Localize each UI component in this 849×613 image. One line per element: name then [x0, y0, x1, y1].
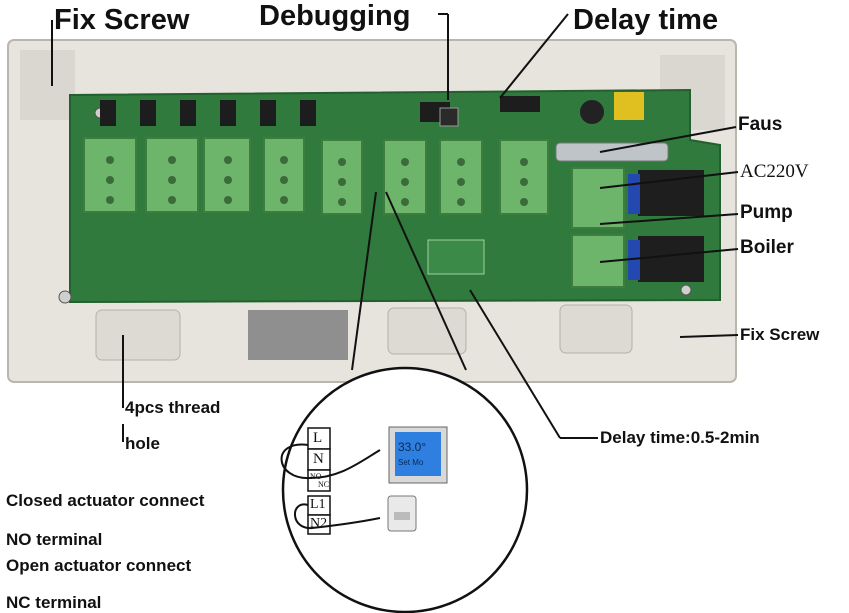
- inset-terminal-nc: NC: [318, 480, 330, 489]
- boiler-label: Boiler: [740, 237, 794, 258]
- delay-time-label: Delay time: [573, 4, 719, 36]
- terminal-strip-drawing: [307, 427, 331, 535]
- thread-hole-label-line1: 4pcs thread: [125, 398, 221, 417]
- relay-boiler: [638, 236, 704, 282]
- debugging-label: Debugging: [259, 0, 411, 32]
- inset-terminal-l: L: [313, 430, 323, 446]
- thread-hole-label-line2: hole: [125, 434, 160, 453]
- delay-range-label: Delay time:0.5-2min: [600, 428, 760, 447]
- nc-terminal-label: NC terminal: [6, 593, 102, 612]
- terminal-blocks: [83, 137, 549, 215]
- faus-label: Faus: [738, 114, 783, 135]
- ac220v-label: AC220V: [740, 161, 809, 182]
- thermostat-sub: Set Mo: [398, 458, 424, 467]
- fuse: [555, 142, 669, 162]
- no-terminal-label: NO terminal: [6, 530, 103, 549]
- debug-button: [439, 107, 459, 127]
- inset-terminal-n2: N2: [310, 516, 328, 531]
- fix-screw-top-label: Fix Screw: [54, 4, 190, 36]
- thermostat-reading: 33.0°: [398, 440, 427, 454]
- magnifier-inset: [281, 366, 529, 613]
- inset-terminal-l1: L1: [310, 497, 326, 512]
- closed-actuator-label: Closed actuator connect: [6, 491, 205, 510]
- open-actuator-label: Open actuator connect: [6, 556, 192, 575]
- fix-screw-right-label: Fix Screw: [740, 325, 820, 344]
- inset-terminal-n: N: [313, 451, 324, 467]
- inset-terminal-no: NO: [310, 472, 322, 481]
- pump-label: Pump: [740, 202, 793, 223]
- thermostat-screen: [395, 432, 441, 476]
